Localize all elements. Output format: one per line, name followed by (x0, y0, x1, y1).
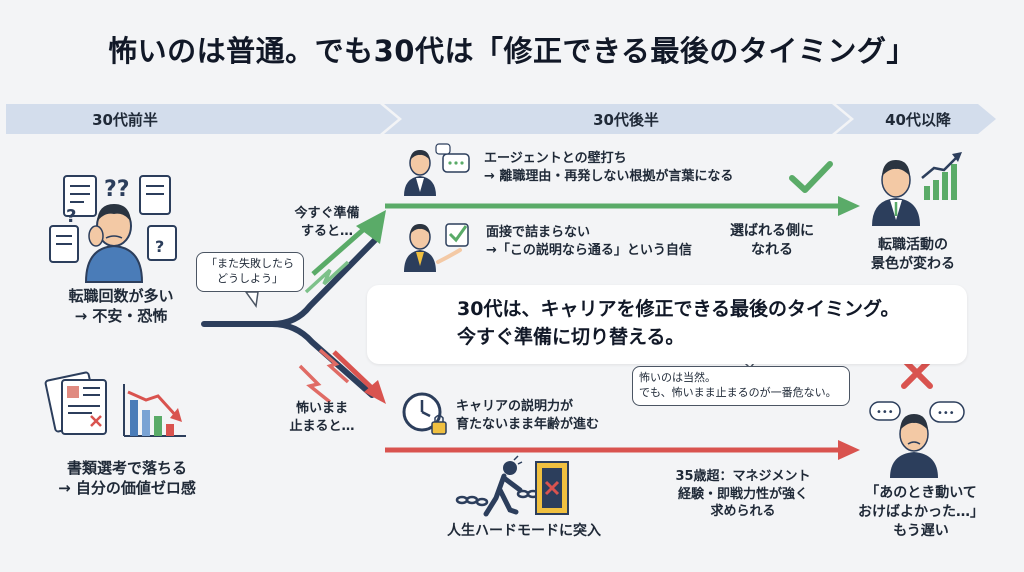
timeline-band (6, 104, 996, 134)
left-top-caption: 転職回数が多い → 不安・恐怖 (68, 287, 174, 326)
rejected-resume-icon (44, 371, 107, 435)
locked-door-icon (535, 461, 569, 515)
page-title: 怖いのは普通。でも30代は「修正できる最後のタイミング」 (108, 34, 916, 68)
svg-text:?: ? (155, 237, 164, 256)
chained-person-icon (455, 455, 540, 517)
upper-item-1: エージェントとの壁打ち → 離職理由・再発しない根拠が言葉になる (484, 151, 734, 184)
timeline-label-early30s: 30代前半 (92, 111, 158, 129)
worried-person-icon (84, 204, 144, 283)
key-message-text: 30代は、キャリアを修正できる最後のタイミング。 今すぐ準備に切り替える。 (457, 298, 900, 348)
svg-text:??: ?? (104, 177, 130, 202)
regretful-person-icon: ••• ••• (869, 401, 965, 478)
left-bottom-caption: 書類選考で落ちる → 自分の価値ゼロ感 (58, 459, 196, 498)
clock-lock-icon (402, 392, 447, 435)
svg-text:•••: ••• (876, 407, 894, 418)
svg-text:•••: ••• (937, 408, 955, 419)
warning-speech-bubble: 怖いのは当然。 でも、怖いまま止まるのが一番危ない。 (632, 366, 850, 406)
documents-icon: ? (49, 175, 177, 263)
chosen-side-label: 選ばれる側に なれる (730, 223, 814, 258)
question-mark-icon: ?? ? (66, 177, 130, 227)
key-message-callout (367, 285, 967, 364)
timeline-label-late30s: 30代後半 (593, 111, 659, 129)
upper-result-label: 転職活動の 景色が変わる (871, 237, 955, 272)
falling-chart-icon (123, 384, 186, 437)
upper-branch-label: 今すぐ準備 すると… (294, 206, 360, 239)
lower-item-1: キャリアの説明力が 育たないまま年齢が進む (456, 399, 600, 432)
age35-label: 35歳超：マネジメント 経験・即戦力性が強く 求められる (675, 469, 811, 520)
failure-path (298, 348, 933, 460)
worry-speech-bubble: 「また失敗したら どうしよう」 (196, 252, 304, 292)
interview-check-icon (404, 223, 469, 272)
lower-branch-label: 怖いまま 止まると… (289, 401, 355, 434)
upper-item-2: 面接で詰まらない →「この説明なら通る」という自信 (486, 225, 692, 258)
svg-text:?: ? (66, 206, 76, 227)
branch-lines (201, 237, 378, 398)
advisor-chat-icon (404, 143, 470, 196)
timeline-label-after40: 40代以降 (885, 111, 951, 129)
regret-label: 「あのとき動いて おけばよかった…」 もう遅い (858, 485, 984, 539)
hard-mode-label: 人生ハードモードに突入 (447, 523, 601, 539)
businessman-growth-icon (872, 152, 962, 226)
success-path (304, 161, 860, 294)
